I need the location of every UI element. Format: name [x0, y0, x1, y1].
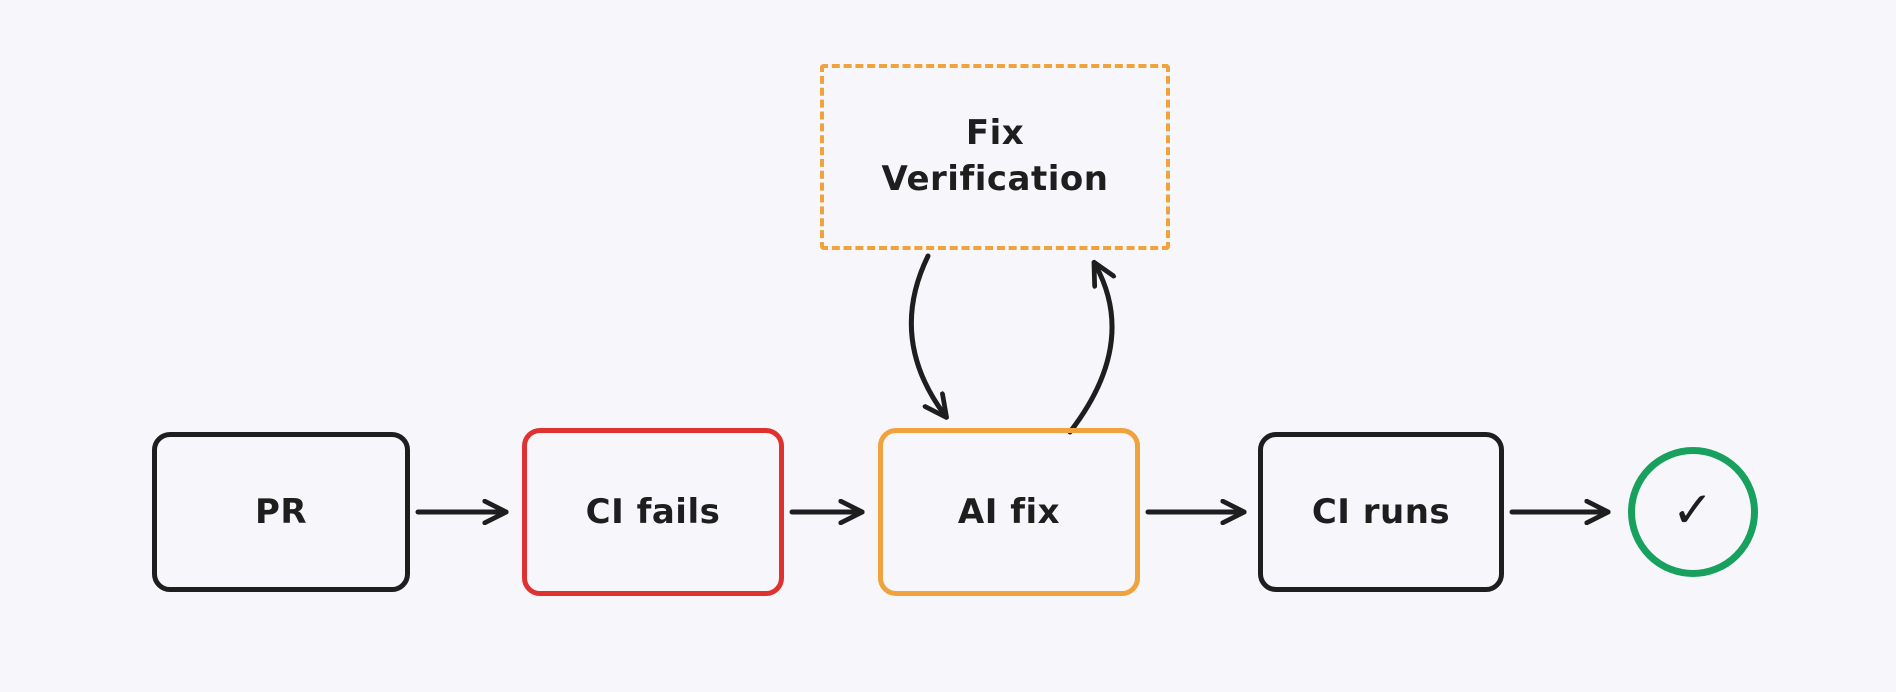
node-ci-fails: CI fails: [522, 428, 784, 596]
arrow-verification-to-ai-fix: [908, 253, 944, 414]
node-pr: PR: [152, 432, 410, 592]
checkmark-icon: ✓: [1671, 481, 1715, 539]
node-ai-fix: AI fix: [878, 428, 1140, 596]
node-ci-fails-label: CI fails: [585, 492, 721, 532]
node-ci-runs: CI runs: [1258, 432, 1504, 592]
node-fix-verification-label: Fix Verification: [881, 113, 1109, 199]
node-ai-fix-label: AI fix: [957, 492, 1061, 532]
node-success-circle: ✓: [1628, 447, 1758, 577]
node-pr-label: PR: [254, 492, 308, 532]
node-fix-verification: Fix Verification: [820, 64, 1170, 250]
node-ci-runs-label: CI runs: [1311, 492, 1451, 532]
arrow-ai-fix-to-verification: [1067, 266, 1112, 435]
